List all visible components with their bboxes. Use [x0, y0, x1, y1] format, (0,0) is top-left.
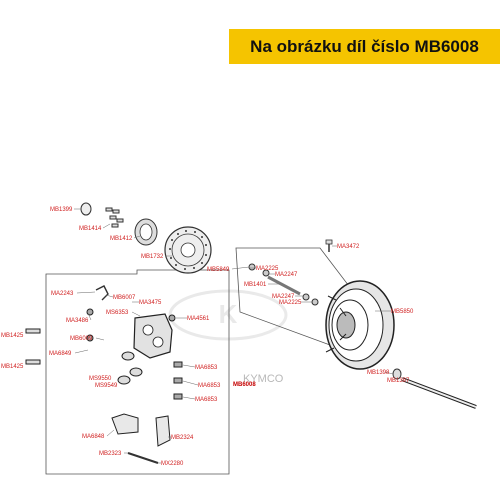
spacer-mb1399 — [80, 202, 92, 216]
part-label: MB2323 — [99, 451, 122, 457]
caliper-pin — [95, 285, 109, 301]
part-label: MA3486 — [66, 318, 89, 324]
part-label: MA6848 — [82, 434, 105, 440]
part-label: MA2247 — [272, 294, 295, 300]
watermark-text: KYMCO — [243, 373, 284, 385]
part-label: MB1399 — [50, 207, 73, 213]
part-label: MA3475 — [139, 300, 162, 306]
part-label: MB1412 — [110, 236, 133, 242]
part-label: MB2324 — [171, 435, 194, 441]
pad-pin — [127, 452, 159, 464]
caliper-pistons — [117, 351, 143, 385]
part-label: MB6009 — [70, 336, 93, 342]
part-label: MB1398 — [367, 370, 390, 376]
part-number-banner: Na obrázku díl číslo MB6008 — [229, 29, 500, 64]
wheel-rim — [325, 280, 395, 370]
svg-text:K: K — [219, 299, 238, 329]
wheel-bearings — [248, 263, 319, 306]
part-label: MB1425 — [1, 364, 24, 370]
part-label: MA3472 — [337, 244, 360, 250]
part-label: MX2280 — [161, 461, 184, 467]
part-label: MA6849 — [49, 351, 72, 357]
wheel-axle — [401, 377, 477, 409]
highlighted-part-label: MB6008 — [233, 382, 256, 388]
part-label: MS6353 — [106, 310, 129, 316]
part-label: MA6853 — [195, 397, 218, 403]
part-label: MB6007 — [113, 295, 136, 301]
banner-text: Na obrázku díl číslo MB6008 — [250, 36, 479, 56]
part-label: MB1414 — [79, 226, 102, 232]
caliper-group-frame — [45, 269, 230, 475]
part-label: MB1732 — [141, 254, 164, 260]
part-label: MB1401 — [244, 282, 267, 288]
part-label: MA4561 — [187, 316, 210, 322]
part-label: MA6853 — [198, 383, 221, 389]
part-label: MA2225 — [279, 300, 302, 306]
mount-bolts — [25, 328, 41, 365]
disc-bolts — [105, 207, 124, 228]
disc-adapter — [134, 218, 158, 246]
part-label: MA2225 — [256, 266, 279, 272]
part-label: MB5849 — [207, 267, 230, 273]
part-label: MA2243 — [51, 291, 74, 297]
watermark-logo: K — [168, 289, 288, 341]
brake-caliper — [133, 313, 173, 359]
part-label: MA6853 — [195, 365, 218, 371]
part-label: MS9550 — [89, 376, 112, 382]
brake-pads — [111, 413, 171, 447]
part-label: MB1397 — [387, 378, 410, 384]
part-label: MA2247 — [275, 272, 298, 278]
part-label: MB5850 — [391, 309, 414, 315]
leader-lines — [74, 208, 394, 464]
brake-disc — [164, 226, 212, 274]
part-labels: MB1399 MB1414 MB1412 MB1732 MA3472 MB584… — [1, 207, 414, 467]
part-label: MS9549 — [95, 383, 118, 389]
valve-stem — [325, 239, 333, 252]
caliper-bolts — [86, 308, 183, 400]
part-label: MB1425 — [1, 333, 24, 339]
